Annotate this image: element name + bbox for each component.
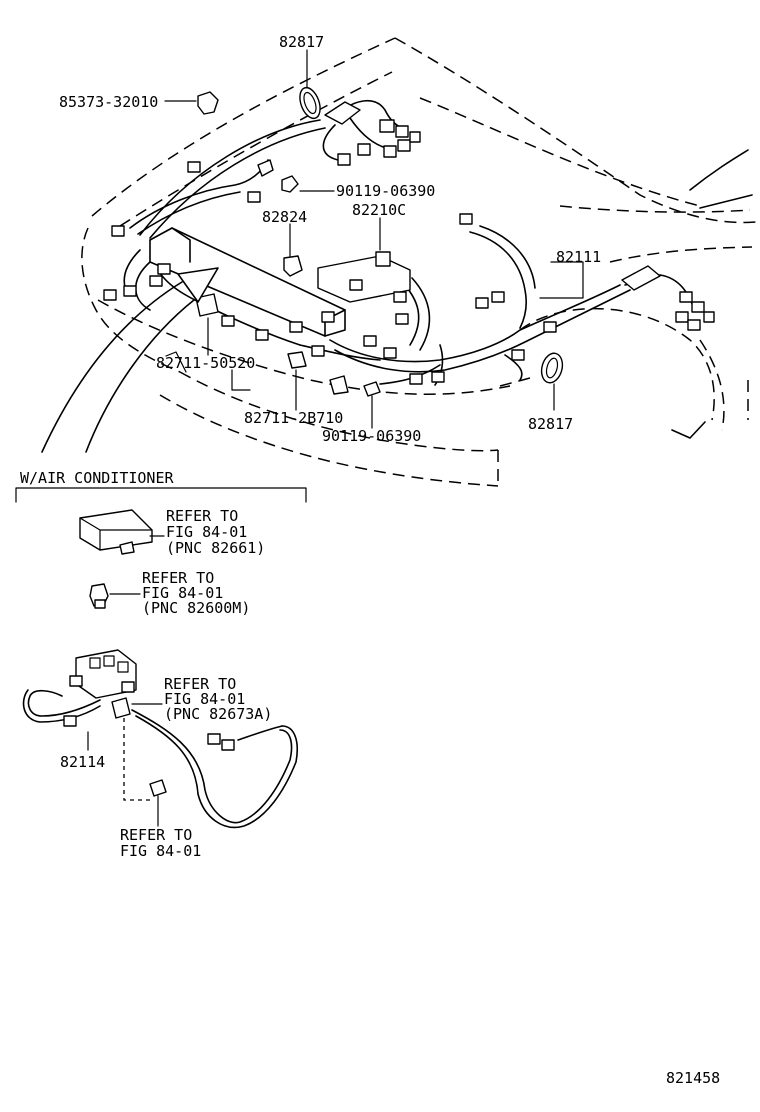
ref2-line3: (PNC 82600M) xyxy=(142,599,250,617)
label-82210c: 82210C xyxy=(352,201,406,219)
ref2-line1: REFER TO xyxy=(142,569,214,587)
connector-group xyxy=(103,86,715,397)
ref2-line2: FIG 84-01 xyxy=(142,584,223,602)
bolt-90119-lower xyxy=(363,381,381,397)
ac-bolt xyxy=(149,779,167,797)
label-82824: 82824 xyxy=(262,208,307,226)
connector-82824 xyxy=(283,255,303,277)
label-82711-50520: 82711-50520 xyxy=(156,354,255,372)
vehicle-body-outline xyxy=(81,37,757,488)
label-90119-06390-top: 90119-06390 xyxy=(336,182,435,200)
ac-harness-82114 xyxy=(27,689,101,717)
grommet-82817-right xyxy=(540,352,564,384)
ref3-line2: FIG 84-01 xyxy=(164,690,245,708)
label-82817-top: 82817 xyxy=(279,33,324,51)
part-number-labels: 82817 85373-32010 90119-06390 82824 8221… xyxy=(59,33,601,445)
label-82711-2b710: 82711-2B710 xyxy=(244,409,343,427)
detail-callout-arrow xyxy=(41,267,219,453)
label-85373-32010: 85373-32010 xyxy=(59,93,158,111)
bolt-90119-top xyxy=(281,175,299,193)
connector-82711-2b710 xyxy=(287,351,307,369)
corrugated-tube-right xyxy=(621,265,661,291)
ref4-line2: FIG 84-01 xyxy=(120,842,201,860)
diagram-id: 821458 xyxy=(666,1069,720,1087)
ref4-line1: REFER TO xyxy=(120,826,192,844)
inset-air-conditioner: W/AIR CONDITIONER REFER TO FIG 84-01 (PN… xyxy=(15,469,307,860)
ref1-line1: REFER TO xyxy=(166,507,238,525)
ref1-line3: (PNC 82661) xyxy=(166,539,265,557)
ref3-line1: REFER TO xyxy=(164,675,236,693)
label-90119-06390-lower: 90119-06390 xyxy=(322,427,421,445)
grommet-82817-top xyxy=(299,86,321,120)
label-82111: 82111 xyxy=(556,248,601,266)
connector-82711-50520 xyxy=(195,293,219,317)
inset-title: W/AIR CONDITIONER xyxy=(20,469,174,487)
ref1-line2: FIG 84-01 xyxy=(166,523,247,541)
clamp-85373 xyxy=(197,91,219,115)
corrugated-tube-top xyxy=(324,101,361,125)
radiator-support-member xyxy=(135,227,346,337)
ref3-line3: (PNC 82673A) xyxy=(164,705,272,723)
label-82114: 82114 xyxy=(60,753,105,771)
ac-clip xyxy=(111,697,131,719)
leader-lines xyxy=(164,49,584,429)
label-82817-right: 82817 xyxy=(528,415,573,433)
